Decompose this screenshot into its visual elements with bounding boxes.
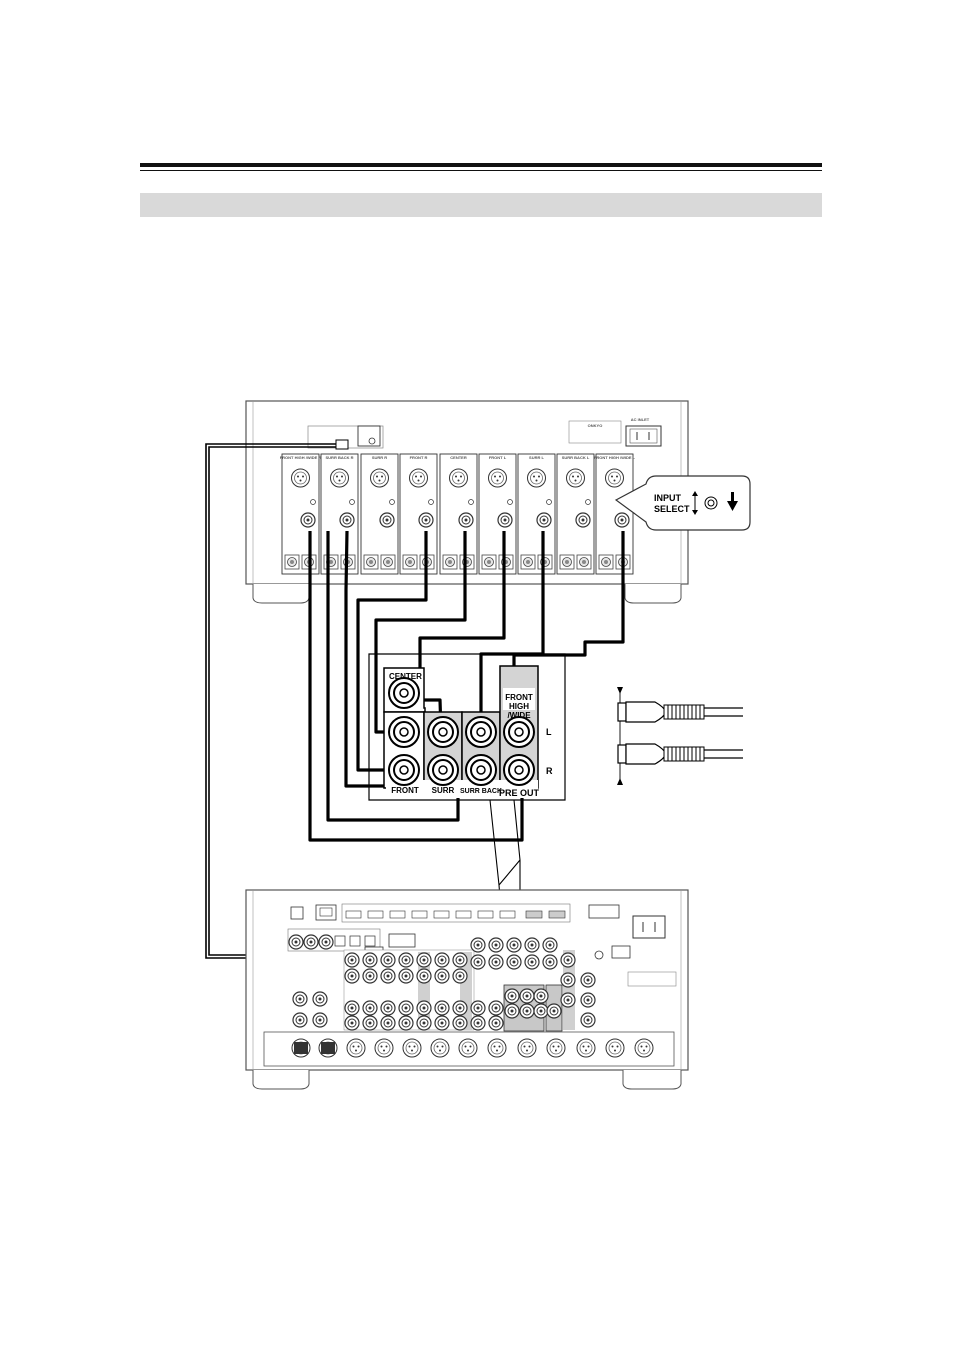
rca-cable-illustration bbox=[617, 687, 743, 785]
center-jack bbox=[389, 678, 419, 708]
svg-text:ONKYO: ONKYO bbox=[588, 423, 603, 428]
front-high-r-jack bbox=[504, 755, 534, 785]
pre-out-surr-back-label: SURR BACK bbox=[460, 788, 502, 795]
input-select-label-select: SELECT bbox=[654, 504, 690, 514]
av-receiver bbox=[246, 890, 688, 1089]
amp-channel-label: FRONT HIGH /WIDE R bbox=[280, 455, 322, 460]
pre-out-front-high-label-1: FRONT bbox=[505, 693, 533, 702]
front-r-jack bbox=[389, 755, 419, 785]
amp-channel-label: SURR BACK L bbox=[562, 455, 590, 460]
amp-channel-label: FRONT L bbox=[489, 455, 507, 460]
pre-out-front-high-label-2: HIGH bbox=[509, 702, 529, 711]
amplifier-channel-modules: FRONT HIGH /WIDE R SURR BACK R SURR R bbox=[280, 454, 636, 574]
pre-out-front-label: FRONT bbox=[391, 786, 419, 795]
front-high-l-jack bbox=[504, 717, 534, 747]
amp-channel-label: SURR L bbox=[529, 455, 544, 460]
surr-back-r-jack bbox=[466, 755, 496, 785]
pre-out-panel: CENTER FRONT HIGH /WIDE L R FRONT SURR S… bbox=[369, 654, 565, 800]
input-select-label-input: INPUT bbox=[654, 493, 682, 503]
pre-out-left-label: L bbox=[546, 727, 552, 737]
amp-channel-label: SURR R bbox=[372, 455, 387, 460]
surr-r-jack bbox=[428, 755, 458, 785]
amp-channel-label: FRONT HIGH /WIDE L bbox=[594, 455, 636, 460]
pre-out-title-label: PRE OUT bbox=[499, 788, 540, 798]
surr-l-jack bbox=[428, 717, 458, 747]
amp-channel-label: SURR BACK R bbox=[326, 455, 354, 460]
amp-channel-label: FRONT R bbox=[410, 455, 428, 460]
pre-out-surr-label: SURR bbox=[432, 786, 455, 795]
pre-out-right-label: R bbox=[546, 766, 553, 776]
selector-knob-icon bbox=[705, 497, 717, 509]
front-l-jack bbox=[389, 717, 419, 747]
surr-back-l-jack bbox=[466, 717, 496, 747]
svg-text:AC INLET: AC INLET bbox=[631, 417, 650, 422]
amp-channel-label: CENTER bbox=[450, 455, 467, 460]
